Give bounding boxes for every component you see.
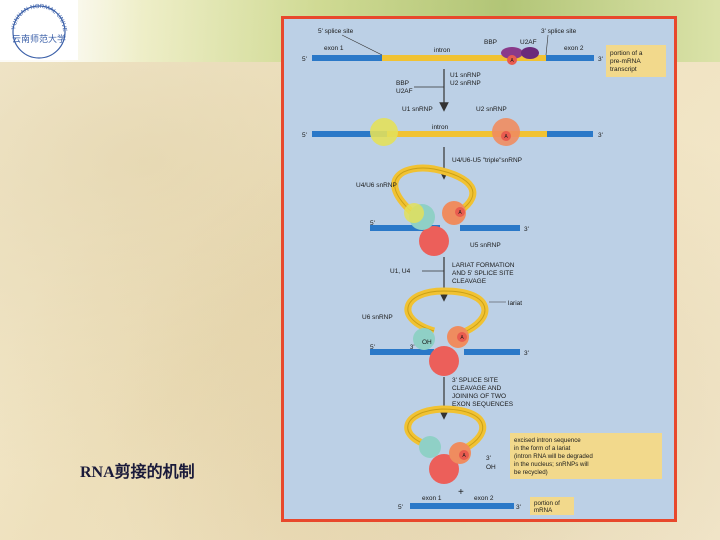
u6-label: U6 snRNP (362, 314, 393, 321)
svg-text:3': 3' (516, 504, 521, 511)
u1-snrnp (370, 118, 398, 146)
step4-line4: EXON SEQUENCES (452, 401, 514, 408)
svg-text:3': 3' (524, 226, 529, 233)
stage-lariat: A lariat U6 snRNP OH 3' 5' 3' (362, 291, 529, 376)
step4-line2: CLEAVAGE AND (452, 385, 502, 392)
mrna-exon1 (410, 503, 470, 509)
added-u1-label: U1 snRNP (450, 72, 481, 79)
u2-label: U2 snRNP (476, 106, 507, 113)
premrna-note-line1: portion of a (610, 50, 643, 57)
u2af-label: U2AF (520, 39, 537, 46)
svg-text:3': 3' (486, 455, 491, 462)
svg-text:3': 3' (598, 132, 603, 139)
step3-line3: CLEAVAGE (452, 278, 487, 285)
excised-note-line1: excised intron sequence (514, 437, 581, 444)
svg-text:3': 3' (410, 345, 414, 351)
step4-line3: JOINING OF TWO (452, 393, 506, 400)
mrna-exon2 (470, 503, 514, 509)
triple-snrnp-label: U4/U6-U5 "triple"snRNP (452, 157, 522, 164)
step4-line1: 3' SPLICE SITE (452, 377, 499, 384)
svg-text:5': 5' (302, 132, 307, 139)
u4-u6-label: U4/U6 snRNP (356, 182, 397, 189)
u6-snrnp-5 (419, 436, 441, 458)
svg-text:5': 5' (370, 220, 375, 227)
mrna-exon1-label: exon 1 (422, 495, 442, 502)
step2-arrow: U4/U6-U5 "triple"snRNP (444, 147, 522, 175)
svg-text:5': 5' (370, 344, 375, 351)
oh-label-5: OH (486, 464, 496, 471)
oh-label: OH (422, 339, 432, 346)
mrna-exon2-label: exon 2 (474, 495, 494, 502)
stage-excised-lariat: A 3' OH excised intron sequence in the f… (398, 409, 662, 515)
exon2-segment (546, 55, 594, 61)
splicing-figure-frame: A 5' splice site 3' splice site exon 1 i… (281, 16, 677, 522)
stage-triple-snrnp: A U4/U6 snRNP U5 snRNP 5' 3' (356, 168, 529, 256)
three-splice-site-label: 3' splice site (541, 28, 577, 35)
released-u2af-label: U2AF (396, 88, 413, 95)
exon1-label: exon 1 (324, 45, 344, 52)
university-name-chinese: 云南师范大学 (12, 33, 66, 45)
five-splice-site-label: 5' splice site (318, 28, 354, 35)
plus-sign: + (458, 487, 464, 498)
u1-label: U1 snRNP (402, 106, 433, 113)
mrna-note-line2: mRNA (534, 507, 553, 514)
step3-line1: LARIAT FORMATION (452, 262, 515, 269)
u2af-protein (521, 47, 539, 59)
exon2-label: exon 2 (564, 45, 584, 52)
svg-text:YUNNAN NORMAL UNIVERSITY: YUNNAN NORMAL UNIVERSITY (0, 0, 67, 32)
university-arc-text: YUNNAN NORMAL UNIVERSITY (0, 0, 67, 32)
u5-snrnp-4 (429, 346, 459, 376)
excised-note-line3: (intron RNA will be degraded (514, 453, 593, 460)
excised-note-line5: be recycled) (514, 469, 548, 476)
slide-title: RNA剪接的机制 (80, 458, 195, 482)
stage-pre-mrna: A 5' splice site 3' splice site exon 1 i… (302, 28, 666, 77)
u5-label: U5 snRNP (470, 242, 501, 249)
released-bbp-label: BBP (396, 80, 409, 87)
excised-note-line2: in the form of a lariat (514, 445, 571, 452)
added-u2-label: U2 snRNP (450, 80, 481, 87)
exon1-segment (312, 55, 382, 61)
step1-arrow: BBP U2AF U1 snRNP U2 snRNP (396, 69, 481, 107)
three-prime-label: 3' (598, 56, 603, 63)
step3-line2: AND 5' SPLICE SITE (452, 270, 514, 277)
stage-u1-u2-bound: A U1 snRNP U2 snRNP intron 5' 3' (302, 106, 603, 146)
excised-lariat-loop (408, 409, 483, 449)
intron-label: intron (434, 47, 451, 54)
mrna-note-line1: portion of (534, 500, 560, 507)
premrna-note-line2: pre-mRNA (610, 58, 641, 65)
splicing-mechanism-diagram: A 5' splice site 3' splice site exon 1 i… (284, 19, 674, 519)
premrna-note-line3: transcript (610, 66, 637, 73)
intron-label-2: intron (432, 124, 449, 131)
svg-text:5': 5' (398, 504, 403, 511)
u5-snrnp (419, 226, 449, 256)
bbp-label: BBP (484, 39, 497, 46)
released-u1-u4-label: U1, U4 (390, 268, 411, 275)
svg-text:3': 3' (524, 350, 529, 357)
five-prime-label: 5' (302, 56, 307, 63)
university-logo: YUNNAN NORMAL UNIVERSITY 云南师范大学 (0, 0, 78, 60)
lariat-label: lariat (508, 300, 522, 307)
excised-note-line4: in the nucleus; snRNPs will (514, 461, 589, 468)
u1-snrnp-3 (404, 203, 424, 223)
